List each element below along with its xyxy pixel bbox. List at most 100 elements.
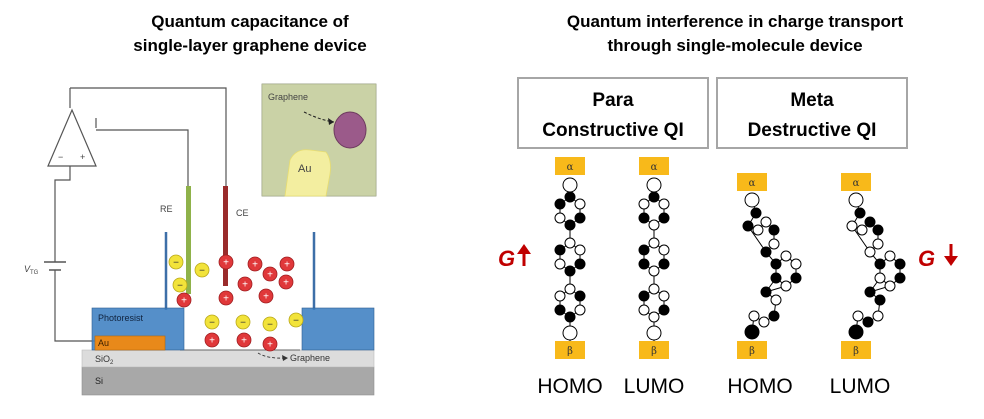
g-down-label: G	[918, 246, 935, 271]
orbital-lobe-open	[574, 244, 586, 256]
orbital-lobe-open	[574, 304, 586, 316]
ce-electrode	[223, 186, 228, 286]
orbital-lobe-open	[846, 220, 858, 232]
orbital-lobe-open	[780, 280, 792, 292]
quantum-interference-diagram: Para Constructive QI Meta Destructive QI…	[498, 77, 958, 398]
meta-box-line1: Meta	[790, 90, 834, 111]
positive-ion-symbol: +	[263, 292, 269, 303]
op-amp-icon	[47, 108, 97, 167]
positive-ion-symbol: +	[223, 258, 229, 269]
alpha-electrode-symbol: α	[651, 162, 658, 173]
orbital-lobe-open	[852, 310, 864, 322]
orbital-lobe-open	[872, 310, 884, 322]
orbital-lobe-open	[758, 316, 770, 328]
orbital-lobe-filled	[574, 258, 586, 270]
orbital-lobe-open	[646, 325, 662, 341]
op-amp-minus: −	[58, 152, 63, 162]
alpha-electrode	[639, 157, 669, 175]
orbital-lobe-open	[648, 265, 660, 277]
positive-ion	[262, 336, 278, 352]
positive-ion-symbol: +	[252, 260, 258, 271]
orbital-lobe-open	[648, 283, 660, 295]
orbital-lobe-open	[562, 177, 578, 193]
negative-ion-symbol: −	[293, 316, 299, 327]
orbital-lobe-open	[748, 310, 760, 322]
orbital-lobe-filled	[564, 265, 576, 277]
orbital-lobe-filled	[658, 258, 670, 270]
orbital-lobe-open	[638, 198, 650, 210]
orbital-lobe-open	[780, 250, 792, 262]
inset-au-pad	[284, 149, 331, 197]
positive-ion-symbol: +	[242, 280, 248, 291]
positive-ion-symbol: +	[209, 336, 215, 347]
orbital-lobe-filled	[874, 258, 886, 270]
orbital-lobe-open	[856, 224, 868, 236]
positive-ion	[236, 332, 252, 348]
beta-electrode	[639, 341, 669, 359]
positive-ion-symbol: +	[283, 278, 289, 289]
photoresist-right	[301, 307, 375, 351]
positive-ion-symbol: +	[241, 336, 247, 347]
orbital-lobe-filled	[554, 198, 566, 210]
orbital-lobe-open	[744, 192, 760, 208]
orbital-lobe-open	[648, 219, 660, 231]
beta-electrode	[555, 341, 585, 359]
orbital-lobe-open	[638, 304, 650, 316]
orbital-lobe-filled	[864, 216, 876, 228]
orbital-lobe-filled	[574, 290, 586, 302]
au-label: Au	[98, 338, 109, 348]
orbital-lobe-open	[574, 198, 586, 210]
orbital-lobe-filled	[638, 244, 650, 256]
negative-ion-symbol: −	[209, 318, 215, 329]
orbital-lobe-open	[760, 216, 772, 228]
positive-ion	[176, 292, 192, 308]
negative-ion-symbol: −	[267, 320, 273, 331]
positive-ion-symbol: +	[181, 296, 187, 307]
orbital-lobe-open	[648, 237, 660, 249]
para-box-line1: Para	[592, 90, 634, 111]
orbital-lobe-open	[658, 290, 670, 302]
beta-electrode	[737, 341, 767, 359]
sio2-layer	[81, 349, 375, 368]
op-amp-plus: +	[80, 152, 85, 162]
orbital-lobe-open	[884, 250, 896, 262]
positive-ion	[218, 290, 234, 306]
orbital-lobe-filled	[554, 244, 566, 256]
re-electrode	[186, 186, 191, 294]
orbital-lobe-filled	[658, 212, 670, 224]
orbital-lobe-filled	[848, 324, 864, 340]
orbital-lobe-open	[848, 192, 864, 208]
left-title-line1: Quantum capacitance of	[151, 12, 349, 31]
alpha-electrode-symbol: α	[567, 162, 574, 173]
orbital-lobe-open	[872, 238, 884, 250]
positive-ion	[237, 276, 253, 292]
right-title-line1: Quantum interference in charge transport	[566, 12, 904, 31]
para-box	[517, 77, 709, 149]
photoresist-label: Photoresist	[98, 313, 144, 323]
negative-ion	[172, 277, 188, 293]
electrolyte-ions: −−−−−−−++++++++++++	[168, 254, 304, 352]
right-panel-title: Quantum interference in charge transport…	[500, 10, 970, 58]
orbital-lobe-filled	[638, 290, 650, 302]
positive-ion	[247, 256, 263, 272]
alpha-electrode	[555, 157, 585, 175]
orbital-lobe-filled	[768, 224, 780, 236]
negative-ion	[235, 314, 251, 330]
orbital-label-para-homo: HOMO	[537, 375, 602, 398]
orbital-lobe-open	[648, 311, 660, 323]
beta-electrode-symbol: β	[853, 346, 859, 357]
graphene-label: Graphene	[290, 353, 330, 363]
orbital-lobe-filled	[894, 258, 906, 270]
orbital-label-meta-homo: HOMO	[727, 375, 792, 398]
orbital-lobe-filled	[864, 286, 876, 298]
inset-graphene-label: Graphene	[268, 92, 308, 102]
left-panel-title: Quantum capacitance of single-layer grap…	[60, 10, 440, 58]
orbital-lobe-filled	[638, 212, 650, 224]
orbital-lobe-open	[884, 280, 896, 292]
orbital-lobe-open	[658, 244, 670, 256]
orbital-lobe-open	[646, 177, 662, 193]
meta-box-line2: Destructive QI	[748, 120, 877, 141]
negative-ion	[194, 262, 210, 278]
positive-ion-symbol: +	[284, 260, 290, 271]
